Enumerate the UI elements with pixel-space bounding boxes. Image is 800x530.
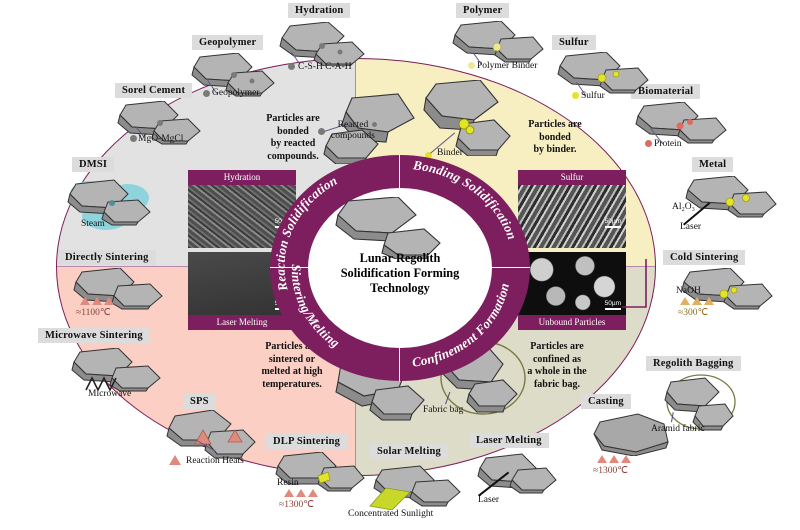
caption-sorel-cement: MgO-MgCl xyxy=(138,134,184,144)
caption-dlp-resin: Resin xyxy=(277,478,299,488)
method-title-biomaterial[interactable]: Biomaterial xyxy=(631,84,701,99)
caption-metal-laser: Laser xyxy=(680,222,702,232)
heat-icon xyxy=(680,297,690,305)
caption-solar-melting: Concentrated Sunlight xyxy=(348,509,434,519)
rock-pair-dmsi xyxy=(67,179,151,230)
rock-pair-reaction xyxy=(323,93,415,164)
caption-directly-sintering: ≈1100℃ xyxy=(76,308,111,318)
rock-pair-laser-melting xyxy=(477,453,557,494)
rock-pair-polymer xyxy=(452,21,544,63)
caption-casting: ≈1300℃ xyxy=(593,466,628,476)
center-title: Lunar Regolith Solidification Forming Te… xyxy=(340,251,460,295)
method-title-dmsi[interactable]: DMSI xyxy=(72,157,115,172)
reacted-compound-dot-small xyxy=(372,122,377,127)
method-title-regolith-bagging[interactable]: Regolith Bagging xyxy=(646,356,741,371)
heat-icon xyxy=(169,455,181,465)
caption-cold-sintering-naoh: NaOH xyxy=(676,286,701,296)
method-title-sulfur[interactable]: Sulfur xyxy=(552,35,596,50)
rock-pair-dlp xyxy=(275,452,365,492)
method-title-dlp-sintering[interactable]: DLP Sintering xyxy=(266,434,348,449)
heat-icon xyxy=(692,297,702,305)
rock-pair-metal xyxy=(685,176,777,218)
statement-sintering: Particles are sintered or melted at high… xyxy=(261,341,323,390)
caption-geopolymer: Geopolymer xyxy=(212,88,260,98)
sulfur-dot xyxy=(572,92,579,99)
statement-reaction: Particles are bonded by reacted compound… xyxy=(266,113,320,162)
heat-icon xyxy=(104,297,114,305)
caption-polymer: Polymer Binder xyxy=(477,61,538,71)
caption-sps: Reaction Heats xyxy=(186,456,244,466)
caption-regolith-bagging: Aramid fabric xyxy=(651,424,705,434)
rock-pair-hydration xyxy=(279,22,365,66)
heat-icon xyxy=(597,455,607,463)
method-title-geopolymer[interactable]: Geopolymer xyxy=(192,35,264,50)
micrograph-unbound-particles: Unbound Particles 50µm xyxy=(518,252,626,330)
heat-icon xyxy=(284,489,294,497)
caption-microwave: Microwave xyxy=(88,389,132,399)
rock-pair-geopolymer xyxy=(191,53,275,97)
method-title-polymer[interactable]: Polymer xyxy=(456,3,510,18)
micrograph-title: Laser Melting xyxy=(188,315,296,330)
heat-icon xyxy=(621,455,631,463)
rock-pair-sorel xyxy=(117,101,201,145)
method-title-laser-melting[interactable]: Laser Melting xyxy=(469,433,549,448)
heat-icon xyxy=(308,489,318,497)
rock-pair-biomaterial xyxy=(635,102,727,144)
rock-pair-sps xyxy=(166,410,256,459)
csh-dot xyxy=(288,63,295,70)
geopolymer-dot xyxy=(203,90,210,97)
micrograph-image xyxy=(518,185,626,248)
micrograph-title: Hydration xyxy=(188,170,296,185)
rock-pair-confinement xyxy=(440,341,526,415)
rock-pair-sulfur xyxy=(557,52,649,94)
method-title-sorel-cement[interactable]: Sorel Cement xyxy=(115,83,193,98)
method-title-metal[interactable]: Metal xyxy=(692,157,734,172)
micrograph-sulfur: Sulfur 50µm xyxy=(518,170,626,248)
method-title-directly-sintering[interactable]: Directly Sintering xyxy=(58,250,156,265)
micrograph-title: Sulfur xyxy=(518,170,626,185)
statement-confinement: Particles are confined as a whole in the… xyxy=(527,341,587,390)
reacted-compound-dot xyxy=(318,128,325,135)
caption-cold-sintering-temp: ≈300℃ xyxy=(678,308,709,318)
method-title-sps[interactable]: SPS xyxy=(183,394,216,409)
rock-pair-solar xyxy=(369,465,461,510)
label-fabric-bag: Fabric bag xyxy=(423,405,464,415)
center-donut: Reaction Solidification Bonding Solidifi… xyxy=(270,155,530,381)
heat-icon xyxy=(704,297,714,305)
method-title-microwave-sintering[interactable]: Microwave Sintering xyxy=(38,328,150,343)
rock-pair-microwave xyxy=(71,348,161,392)
micrograph-image xyxy=(518,252,626,315)
mgo-dot xyxy=(130,135,137,142)
label-reacted-compounds: Reacted compounds xyxy=(331,120,375,141)
method-title-casting[interactable]: Casting xyxy=(581,394,631,409)
caption-hydration: C-S-H C-A-H xyxy=(298,62,352,72)
caption-biomaterial: Protein xyxy=(654,139,682,149)
rock-pair-cold-sintering xyxy=(681,268,773,310)
rock-pair-bonding xyxy=(423,80,511,156)
method-title-hydration[interactable]: Hydration xyxy=(288,3,351,18)
heat-icon xyxy=(92,297,102,305)
label-binder: Binder xyxy=(437,148,463,158)
binder-dot xyxy=(425,152,432,159)
rock-casting xyxy=(593,413,669,456)
heat-icon xyxy=(296,489,306,497)
caption-laser-melting: Laser xyxy=(478,495,500,505)
protein-dot xyxy=(645,140,652,147)
micrograph-title: Unbound Particles xyxy=(518,315,626,330)
rock-pair-directly-sintering xyxy=(73,268,163,310)
statement-bonding: Particles are bonded by binder. xyxy=(528,119,582,155)
polymer-binder-dot xyxy=(468,62,475,69)
rock-pair-regolith-bagging xyxy=(664,374,736,431)
caption-sulfur: Sulfur xyxy=(581,91,605,101)
scale-bar: 50µm xyxy=(604,218,621,228)
heat-icon xyxy=(609,455,619,463)
caption-metal-al2o3: Al₂O₃ xyxy=(672,202,695,212)
center-rock-pair xyxy=(335,197,441,259)
caption-dlp-temp: ≈1300℃ xyxy=(279,500,314,510)
method-title-solar-melting[interactable]: Solar Melting xyxy=(370,444,448,459)
caption-dmsi: Steam xyxy=(81,219,105,229)
scale-bar: 50µm xyxy=(604,300,621,310)
heat-icon xyxy=(80,297,90,305)
method-title-cold-sintering[interactable]: Cold Sintering xyxy=(663,250,746,265)
